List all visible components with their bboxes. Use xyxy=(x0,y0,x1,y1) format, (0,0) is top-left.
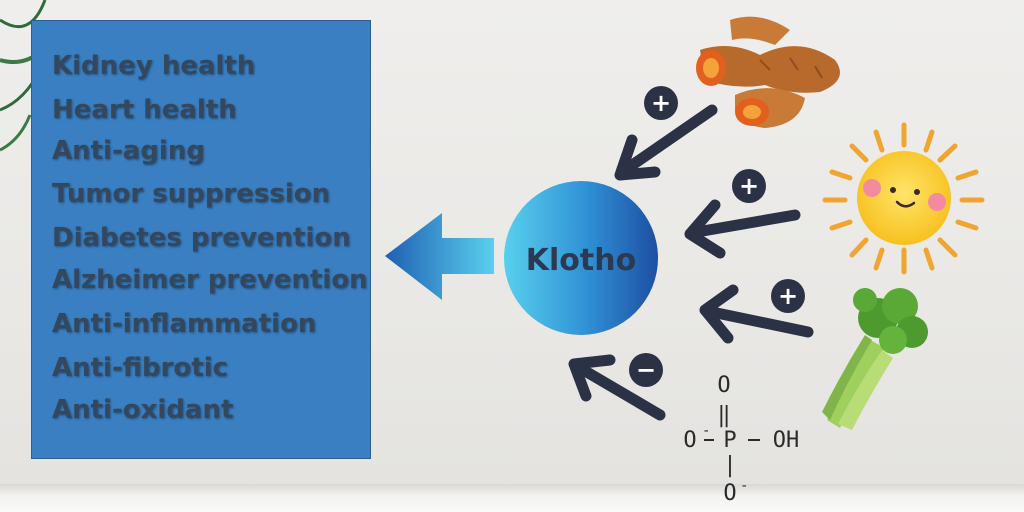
sun-icon xyxy=(822,122,985,275)
formula-center-atom: P xyxy=(723,428,736,453)
formula-right-group: OH xyxy=(773,428,800,453)
formula-left-group: O xyxy=(683,428,696,453)
klotho-label: Klotho xyxy=(526,243,636,278)
sun-arrow-icon xyxy=(684,199,801,259)
benefit-anti-oxidant: Anti-oxidant xyxy=(52,395,234,425)
plus-badge-sun: + xyxy=(732,169,766,203)
celery-icon xyxy=(822,288,928,430)
benefit-anti-fibrotic: Anti-fibrotic xyxy=(52,353,229,383)
benefit-kidney-health: Kidney health xyxy=(52,51,256,81)
benefit-alzheimer-prevention: Alzheimer prevention xyxy=(52,265,368,295)
klotho-node: Klotho xyxy=(504,181,658,335)
celery-arrow-icon xyxy=(699,284,814,344)
benefit-anti-inflammation: Anti-inflammation xyxy=(52,309,317,339)
svg-text:−: − xyxy=(636,356,656,384)
phosphate-arrow-icon xyxy=(568,354,666,421)
turmeric-icon xyxy=(696,16,840,128)
output-arrow-icon xyxy=(385,213,494,300)
benefit-diabetes-prevention: Diabetes prevention xyxy=(52,223,351,253)
formula-double-bond: ‖ xyxy=(717,403,730,428)
svg-text:+: + xyxy=(651,89,671,117)
formula-bottom-bond: | xyxy=(723,453,736,478)
turmeric-arrow-icon xyxy=(614,104,718,181)
benefit-heart-health: Heart health xyxy=(52,95,237,125)
benefit-anti-aging: Anti-aging xyxy=(52,136,205,166)
minus-badge-phosphate: − xyxy=(629,353,663,387)
svg-text:+: + xyxy=(739,172,759,200)
plus-badge-celery: + xyxy=(771,279,805,313)
benefit-tumor-suppression: Tumor suppression xyxy=(52,179,331,209)
svg-text:+: + xyxy=(778,282,798,310)
phosphate-formula: O ‖ O - P OH | O - xyxy=(683,373,799,506)
formula-bottom-charge: - xyxy=(740,478,748,494)
benefits-box: Kidney health Heart health Anti-aging Tu… xyxy=(31,20,371,459)
formula-bottom-group: O xyxy=(723,481,736,506)
formula-left-charge: - xyxy=(702,423,710,439)
floor-strip xyxy=(0,484,1024,512)
formula-top-atom: O xyxy=(717,373,730,398)
plus-badge-turmeric: + xyxy=(644,86,678,120)
